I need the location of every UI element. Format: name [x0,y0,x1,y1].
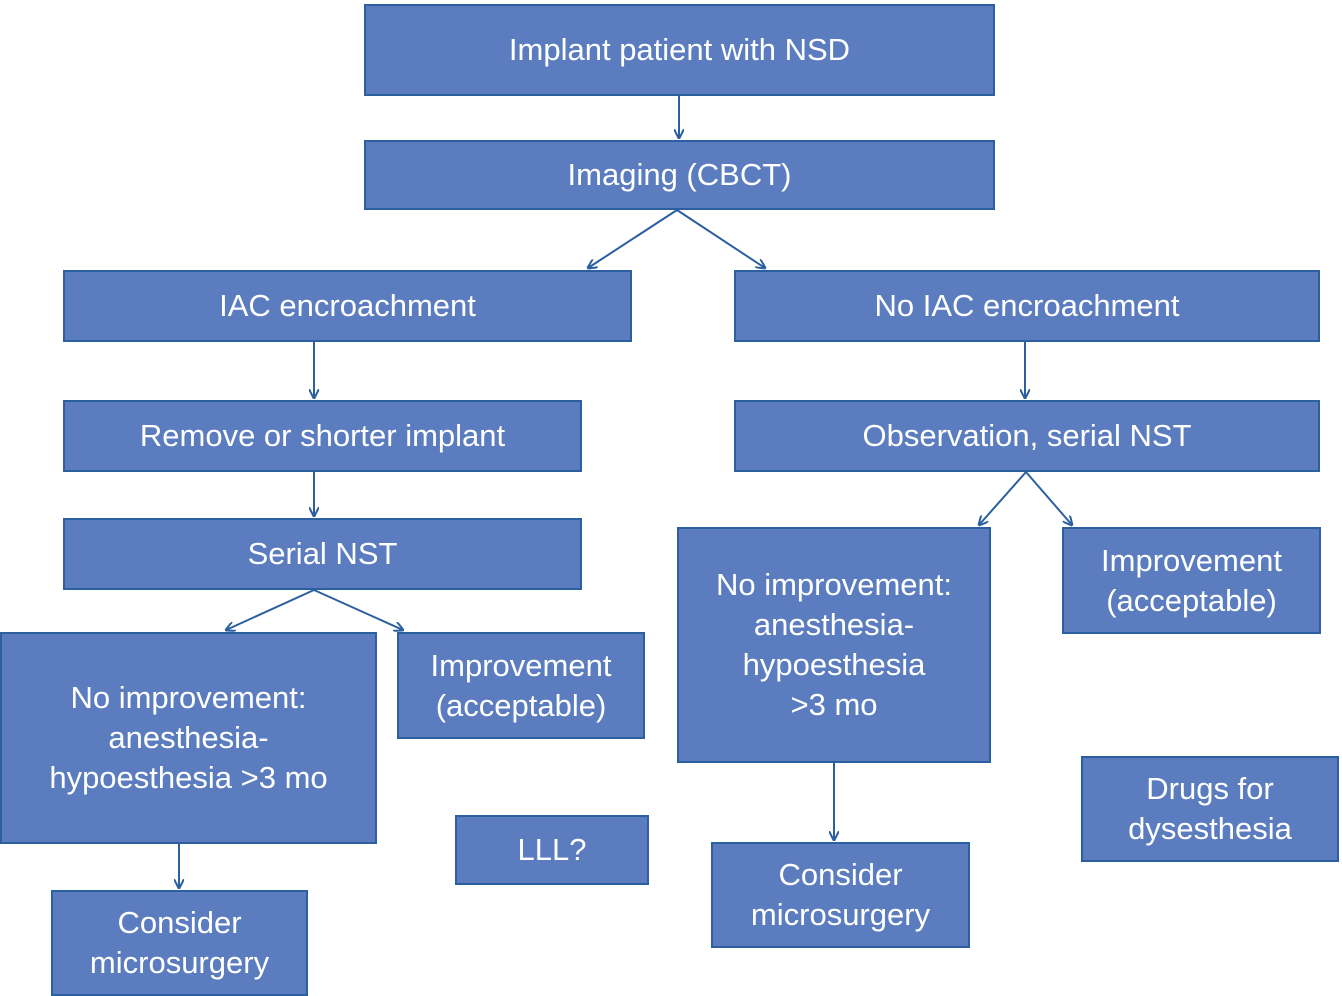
node-no-iac-encroachment: No IAC encroachment [734,270,1320,342]
node-label-line: microsurgery [750,897,931,932]
node-improvement-left: Improvement (acceptable) [397,632,645,739]
node-iac-encroachment: IAC encroachment [63,270,632,342]
node-label: Serial NST [247,536,398,571]
node-label-line: (acceptable) [1106,582,1277,618]
node-microsurgery-right: Consider microsurgery [711,842,970,948]
node-label-line: hypoesthesia >3 mo [49,760,328,795]
arrow-observation-to-improvement-right [1025,471,1072,525]
node-lll: LLL? [455,815,649,885]
node-label: Implant patient with NSD [508,32,851,67]
node-label-line: anesthesia- [108,720,269,755]
arrow-imaging-to-no-iac [676,209,765,268]
arrow-serial-to-no-improvement-left [226,589,315,630]
node-label: Remove or shorter implant [139,418,506,453]
node-label-line: (acceptable) [435,687,607,723]
node-label: IAC encroachment [219,288,476,323]
node-no-improvement-left: No improvement: anesthesia- hypoesthesia… [0,632,377,844]
node-label-line: No improvement: [70,680,307,715]
node-observation: Observation, serial NST [734,400,1320,472]
node-label-line: >3 mo [790,687,878,722]
node-label: LLL? [517,832,587,867]
node-label-line: hypoesthesia [742,647,926,682]
node-implant-patient: Implant patient with NSD [364,4,995,96]
node-label: No IAC encroachment [874,288,1180,323]
node-imaging: Imaging (CBCT) [364,140,995,210]
node-label-line: Consider [117,905,242,940]
node-label-line: anesthesia- [753,607,915,642]
node-no-improvement-right: No improvement: anesthesia- hypoesthesia… [677,527,991,763]
node-label-line: Improvement [430,647,612,683]
arrow-imaging-to-iac [588,209,678,268]
arrow-serial-to-improvement-left [313,589,403,630]
node-improvement-right: Improvement (acceptable) [1062,527,1321,634]
node-microsurgery-left: Consider microsurgery [51,890,308,996]
node-label-line: Drugs for [1146,771,1274,806]
node-label-line: No improvement: [715,567,953,602]
node-label-line: microsurgery [89,945,270,980]
node-label: Imaging (CBCT) [567,157,792,192]
node-remove-implant: Remove or shorter implant [63,400,582,472]
node-label-line: Consider [778,857,903,892]
arrow-observation-to-no-improvement-right [979,471,1027,525]
node-drugs-dysesthesia: Drugs for dysesthesia [1081,756,1339,862]
node-label: Observation, serial NST [862,418,1192,453]
node-label-line: Improvement [1101,542,1282,578]
node-serial-nst: Serial NST [63,518,582,590]
node-label-line: dysesthesia [1128,811,1292,846]
